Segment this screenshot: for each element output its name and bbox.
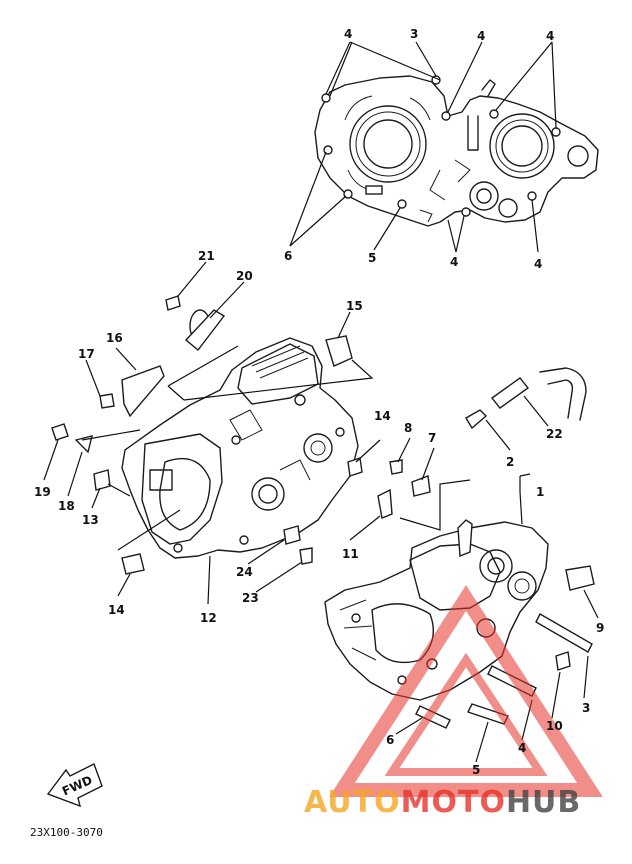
watermark-hub: HUB [506, 785, 581, 820]
dowel-14b [121, 553, 145, 575]
callout-3: 3 [410, 27, 418, 41]
callout-6: 6 [386, 733, 394, 747]
dowel-14a [347, 457, 363, 477]
callout-4: 4 [477, 29, 485, 43]
gasket-16 [121, 365, 165, 418]
washer-18 [74, 435, 93, 454]
bolt-13 [93, 469, 111, 491]
stud-bolt-3 [535, 613, 593, 653]
callout-10: 10 [546, 719, 563, 733]
callout-24: 24 [236, 565, 253, 579]
callout-4: 4 [518, 741, 526, 755]
oil-seal-9 [565, 565, 595, 591]
screw-17 [99, 393, 115, 409]
callout-5: 5 [472, 763, 480, 777]
callout-16: 16 [106, 331, 123, 345]
callout-4: 4 [534, 257, 542, 271]
callout-9: 9 [596, 621, 604, 635]
callout-5: 5 [368, 251, 376, 265]
watermark-wordmark: AUTOMOTOHUB [304, 785, 581, 820]
watermark-moto: MOTO [401, 785, 506, 820]
callout-8: 8 [404, 421, 412, 435]
forward-direction-arrow: FWD [46, 763, 103, 808]
clamp-7 [411, 475, 431, 497]
callout-21: 21 [198, 249, 215, 263]
watermark-triangle-inner [384, 652, 548, 776]
callout-4: 4 [546, 29, 554, 43]
holder-11 [377, 488, 393, 519]
callout-19: 19 [34, 485, 51, 499]
callout-15: 15 [346, 299, 363, 313]
screw-21 [165, 295, 181, 311]
callout-11: 11 [342, 547, 359, 561]
callout-3: 3 [582, 701, 590, 715]
plug-10 [555, 651, 571, 671]
crankcase-inner-view [314, 75, 599, 227]
watermark-text: AUTOMOTOHUB [304, 785, 581, 820]
callout-14: 14 [108, 603, 125, 617]
callout-20: 20 [236, 269, 253, 283]
callout-7: 7 [428, 431, 436, 445]
bolt-19 [51, 423, 69, 441]
callout-17: 17 [78, 347, 95, 361]
callout-4: 4 [450, 255, 458, 269]
top-leaders [289, 41, 557, 253]
callout-6: 6 [284, 249, 292, 263]
plug-23 [299, 547, 313, 565]
nipple-2 [465, 409, 488, 430]
callout-13: 13 [82, 513, 99, 527]
callout-23: 23 [242, 591, 259, 605]
hose-22 [539, 367, 587, 421]
screw-8 [389, 459, 403, 475]
callout-12: 12 [200, 611, 217, 625]
seal-24 [283, 525, 301, 545]
watermark-auto: AUTO [304, 785, 401, 820]
callout-14: 14 [374, 409, 391, 423]
hose-joint [490, 377, 530, 409]
crankcase-cover-assembly [43, 261, 374, 605]
callout-2: 2 [506, 455, 514, 469]
callout-1: 1 [536, 485, 544, 499]
part-code: 23X100-3070 [30, 826, 103, 839]
automotohub-watermark [329, 585, 603, 797]
callout-22: 22 [546, 427, 563, 441]
callout-18: 18 [58, 499, 75, 513]
oil-seal-15 [325, 335, 353, 367]
callout-4: 4 [344, 27, 352, 41]
watermark-triangle-logo [329, 585, 603, 797]
callout-labels: 4 3 4 4 6 5 4 4 21 20 15 16 17 14 8 7 2 … [34, 27, 604, 777]
